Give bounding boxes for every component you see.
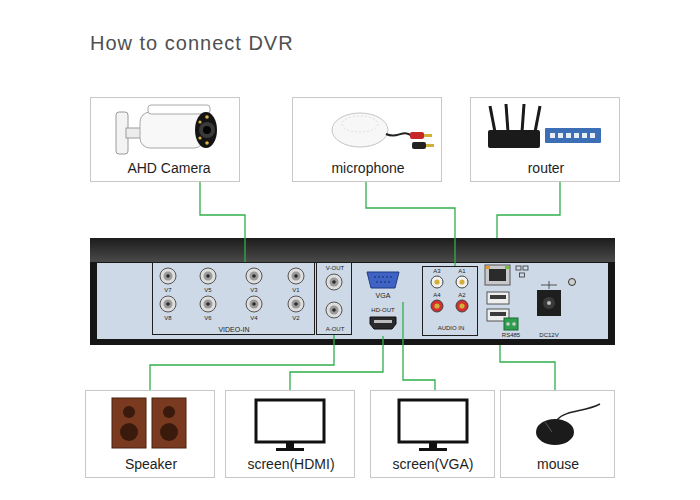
port-number: V8 [156, 315, 180, 321]
wire-connector [290, 336, 383, 390]
wire-connector [150, 335, 334, 390]
port-number: A3 [425, 268, 449, 274]
port-box: VGA [362, 266, 404, 302]
port-panel: VIDEO-IN [152, 262, 315, 335]
device-box: screen(HDMI) [225, 390, 355, 478]
port-panel: AUDIO IN [422, 266, 478, 336]
wire-connector [200, 182, 245, 262]
device-box: router [470, 97, 620, 182]
port-number: V4 [242, 315, 266, 321]
device-label: router [476, 161, 616, 175]
port-number: V3 [242, 287, 266, 293]
port-number: V1 [284, 287, 308, 293]
port-label: HD-OUT [363, 307, 403, 313]
device-label: screen(HDMI) [228, 457, 354, 471]
wire-connector [366, 182, 455, 266]
port-label: VIDEO-IN [194, 326, 274, 333]
wire-connector [500, 345, 555, 390]
router-illustration [488, 104, 601, 148]
port-label: RS485 [496, 332, 526, 338]
device-label: mouse [503, 457, 614, 471]
port-number: V6 [196, 315, 220, 321]
wire-connector [497, 182, 560, 238]
device-box: AHD Camera [90, 97, 240, 182]
device-label: microphone [298, 161, 438, 175]
device-box: mouse [500, 390, 615, 478]
mouse-illustration [536, 404, 600, 445]
device-label: AHD Camera [99, 161, 239, 175]
port-number: A1 [450, 268, 474, 274]
device-box: screen(VGA) [370, 390, 495, 478]
port-panel: V-OUT A-OUT [316, 262, 352, 335]
port-box: HD-OUT [362, 306, 404, 336]
device-box: Speaker [85, 390, 215, 478]
device-box: microphone [292, 97, 442, 182]
port-number: V5 [196, 287, 220, 293]
wire-connector [403, 302, 435, 390]
port-label: VGA [363, 292, 403, 299]
dvr-illustration [90, 238, 615, 345]
microphone-illustration [332, 113, 434, 149]
port-label: AUDIO IN [424, 325, 478, 331]
port-number: A2 [450, 292, 474, 298]
speaker-illustration [112, 398, 186, 448]
port-label: A-OUT [318, 326, 352, 332]
diagram-title: How to connect DVR [90, 33, 294, 53]
monitor-illustration [256, 400, 467, 451]
port-label: DC12V [534, 332, 564, 338]
camera-illustration [116, 105, 217, 154]
port-label: V-OUT [318, 265, 352, 271]
port-number: V2 [284, 315, 308, 321]
port-number: V7 [156, 287, 180, 293]
device-label: screen(VGA) [373, 457, 494, 471]
port-number: A4 [425, 292, 449, 298]
device-label: Speaker [88, 457, 214, 471]
